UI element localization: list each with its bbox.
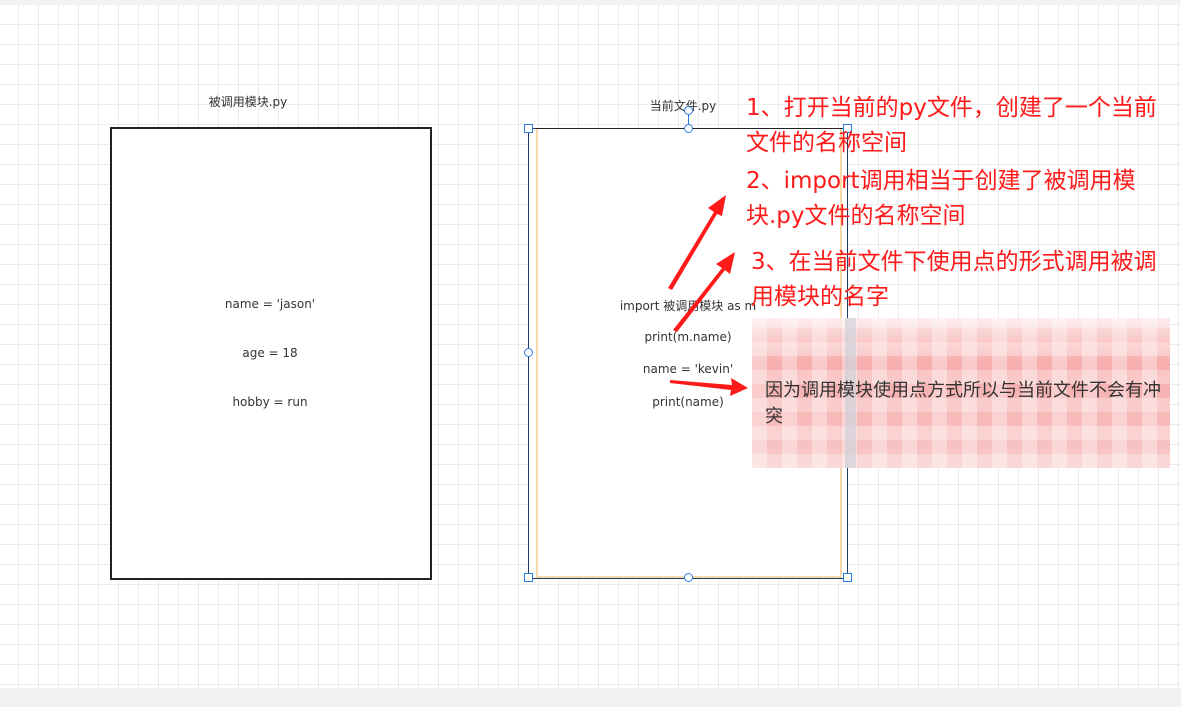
red-arrow (668, 195, 726, 290)
note-text: 因为调用模块使用点方式所以与当前文件不会有冲突 (765, 380, 1161, 427)
annotation-1: 1、打开当前的py文件，创建了一个当前文件的名称空间 (746, 95, 1157, 156)
resize-handle[interactable] (684, 124, 693, 133)
top-bar (0, 0, 1181, 5)
annotation-2: 2、import调用相当于创建了被调用模块.py文件的名称空间 (746, 168, 1136, 229)
code-line: hobby = run (232, 395, 308, 409)
annotation-3: 3、在当前文件下使用点的形式调用被调用模块的名字 (751, 249, 1157, 310)
left-shape-title: 被调用模块.py (208, 95, 288, 109)
left-shape[interactable] (110, 127, 432, 580)
resize-handle[interactable] (524, 348, 533, 357)
red-arrow (673, 252, 735, 332)
code-line: age = 18 (242, 346, 298, 360)
code-line: print(m.name) (644, 330, 732, 344)
pixelated-region (752, 318, 1170, 468)
rotate-handle[interactable] (684, 106, 693, 115)
code-line: name = 'jason' (224, 297, 316, 311)
resize-handle[interactable] (524, 573, 533, 582)
code-line: print(name) (652, 395, 724, 409)
resize-handle[interactable] (684, 573, 693, 582)
rotate-line (688, 112, 689, 128)
pixelated-edge (845, 318, 856, 468)
code-line: name = 'kevin' (642, 362, 734, 376)
resize-handle[interactable] (843, 573, 852, 582)
right-shape-title: 当前文件.py (649, 99, 717, 113)
bottom-bar (0, 688, 1181, 707)
resize-handle[interactable] (843, 124, 852, 133)
red-arrow (670, 378, 748, 396)
resize-handle[interactable] (524, 124, 533, 133)
code-line: import 被调用模块 as m (619, 299, 757, 313)
